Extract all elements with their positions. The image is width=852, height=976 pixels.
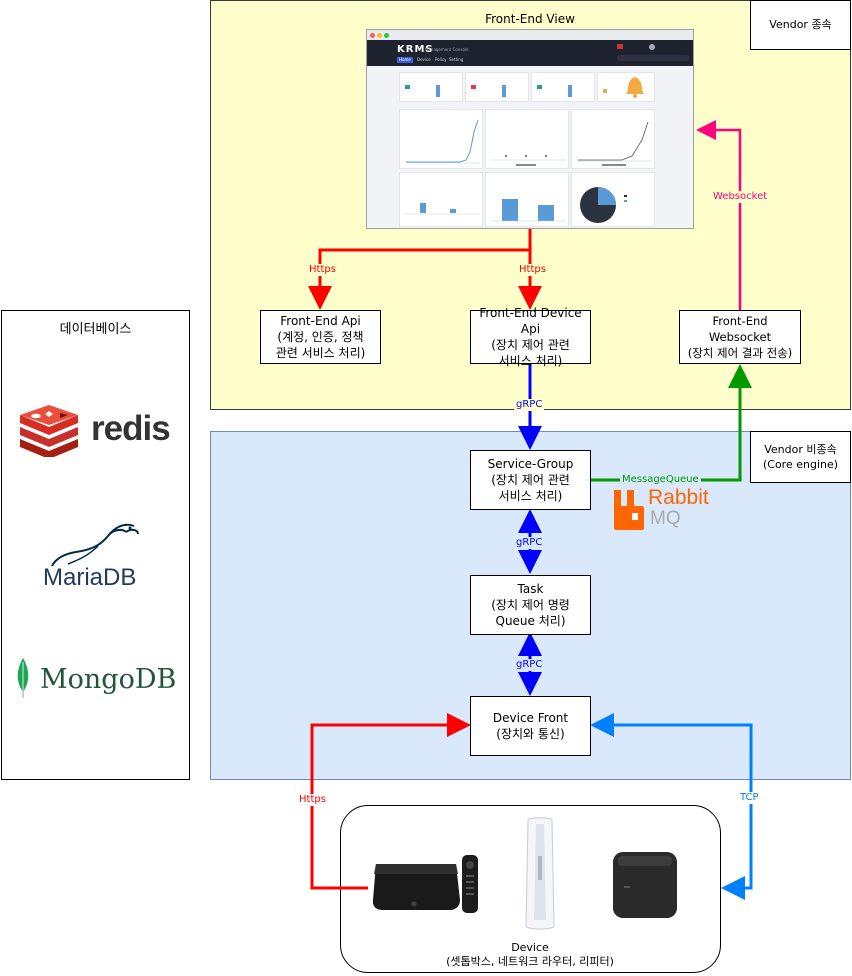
mongodb-leaf-icon [17,658,29,698]
chart-card [571,172,655,227]
edge-message-queue [590,364,752,482]
alert-card [597,72,655,102]
dashboard-tab-device: Device [417,57,431,62]
repeater-image [612,850,678,920]
node-service-group[interactable]: Service-Group (장치 제어 관련 서비스 처리) [470,450,591,510]
chart-card [399,109,483,169]
node-device-front[interactable]: Device Front (장치와 통신) [470,696,591,756]
vendor-dependent-label: Vendor 종속 [750,0,851,50]
label-https-device: Https [297,794,328,806]
dashboard-tab-home: Home [397,57,413,63]
dashboard-nav: KRMS Management Console Home Device Poli… [367,40,693,66]
mariadb-logo: MariaDB [38,520,158,600]
edge-tcp [590,713,753,900]
mariadb-seal-icon [51,523,139,567]
stat-card [531,72,595,102]
chart-card [485,172,569,227]
database-title: 데이터베이스 [59,322,132,337]
rabbitmq-text-2: MQ [650,508,681,529]
node-fe-websocket[interactable]: Front-End Websocket (장치 제어 결과 전송) [679,310,801,364]
chart-card [399,172,483,227]
node-task[interactable]: Task (장치 제어 명령 Queue 처리) [470,575,591,635]
label-grpc-3: gRPC [514,659,545,671]
redis-text: redis [91,409,171,448]
vendor-independent-label: Vendor 비종속 (Core engine) [750,431,851,483]
dashboard-screenshot: KRMS Management Console Home Device Poli… [366,29,694,229]
node-fe-device-api[interactable]: Front-End Device Api (장치 제어 관련 서비스 처리) [470,306,591,368]
chart-card [485,109,569,169]
dashboard-subtitle: Management Console [425,47,469,52]
dashboard-tab-policy: Policy [435,57,447,62]
redis-logo: redis [18,405,178,460]
label-grpc-1: gRPC [514,399,545,411]
label-https-2: Https [517,264,548,276]
rabbitmq-logo: Rabbit MQ [612,486,712,532]
remote-control-image [460,855,480,915]
chart-card [571,109,655,169]
label-tcp: TCP [738,792,761,804]
node-fe-api[interactable]: Front-End Api (계정, 인증, 정책 관련 서비스 처리) [260,310,381,364]
redis-icon [20,405,78,457]
mongodb-text: MongoDB [40,664,177,695]
stat-card [399,72,463,102]
label-websocket: Websocket [711,191,770,203]
frontend-view-title: Front-End View [485,12,575,26]
dashboard-logo: KRMS [397,44,434,55]
browser-bar [367,30,693,40]
stat-card [465,72,529,102]
edge-https-fe-api [308,229,532,310]
device-group-label: Device (셋톱박스, 네트워크 라우터, 리피터) [446,941,614,968]
label-message-queue: MessageQueue [620,474,701,486]
bell-icon [626,77,644,98]
label-https-1: Https [307,264,338,276]
label-grpc-2: gRPC [514,537,545,549]
dashboard-tab-setting: Setting [449,57,464,62]
network-router-image [518,816,562,934]
rabbitmq-icon [614,490,644,530]
edge-https-device [310,713,471,890]
rabbitmq-text-1: Rabbit [648,486,709,509]
edge-websocket [696,120,742,310]
mariadb-text: MariaDB [43,564,137,591]
settop-box-image [372,860,462,915]
mongodb-logo: MongoDB [14,656,184,704]
